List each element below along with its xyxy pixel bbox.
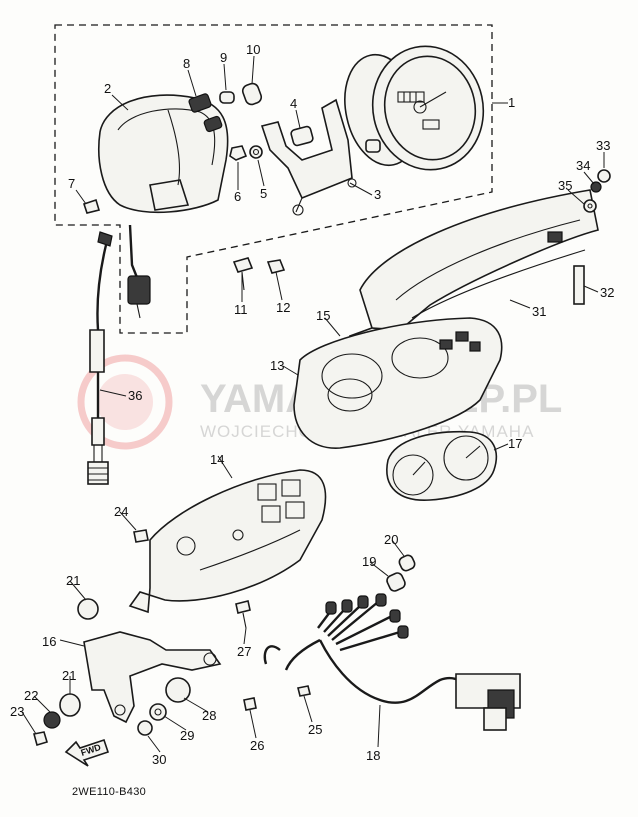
assembly-boundary [54, 24, 493, 334]
diagram-code: 2WE110-B430 [72, 786, 146, 798]
meter-housing [293, 317, 503, 449]
fwd-arrow-icon: FWD [64, 738, 110, 767]
cover-hardware [583, 169, 611, 213]
mount-hardware [229, 125, 314, 161]
callout-20: 20 [384, 532, 398, 547]
callout-11: 11 [234, 302, 248, 317]
callout-23: 23 [10, 704, 24, 719]
screw-25 [297, 685, 311, 697]
callout-19: 19 [362, 554, 376, 569]
callout-18: 18 [366, 748, 380, 763]
callout-7: 7 [68, 176, 75, 191]
callout-26: 26 [250, 738, 264, 753]
callout-27: 27 [237, 644, 251, 659]
callout-30: 30 [152, 752, 166, 767]
bolts-11-12 [232, 257, 286, 291]
callout-22: 22 [24, 688, 38, 703]
bolt-24 [133, 529, 149, 543]
callout-35: 35 [558, 178, 572, 193]
speedometer-gauge [344, 45, 485, 171]
meter-bracket [260, 98, 357, 216]
callout-16: 16 [42, 634, 56, 649]
callout-1: 1 [508, 95, 515, 110]
bulbs-19-20 [386, 554, 416, 592]
meter-wiring-lead [127, 224, 151, 319]
callout-24: 24 [114, 504, 128, 519]
callout-29: 29 [180, 728, 194, 743]
meter-face-panel [386, 430, 498, 501]
callout-2: 2 [104, 81, 111, 96]
callout-6: 6 [234, 189, 241, 204]
bulb-sockets [188, 82, 263, 133]
callout-14: 14 [210, 452, 224, 467]
callout-12: 12 [276, 300, 290, 315]
callout-15: 15 [316, 308, 330, 323]
callout-9: 9 [220, 50, 227, 65]
bolt-27 [235, 600, 251, 629]
lower-bracket [83, 631, 222, 724]
leader-lines [21, 55, 605, 753]
callout-21b: 21 [62, 668, 76, 683]
callout-4: 4 [290, 96, 297, 111]
callout-labels: 1 2 3 4 5 6 7 8 9 10 11 12 13 14 15 16 1… [10, 42, 614, 767]
callout-5: 5 [260, 186, 267, 201]
grommets [33, 598, 191, 747]
callout-25: 25 [308, 722, 322, 737]
meter-cover [98, 94, 229, 214]
callout-32: 32 [600, 285, 614, 300]
callout-28: 28 [202, 708, 216, 723]
base-plate [128, 469, 327, 614]
callout-13: 13 [270, 358, 284, 373]
callout-33: 33 [596, 138, 610, 153]
callout-17: 17 [508, 436, 522, 451]
wiring-harness [263, 593, 521, 731]
callout-31: 31 [532, 304, 546, 319]
speedometer-cable [87, 231, 113, 485]
callout-34: 34 [576, 158, 590, 173]
callout-10: 10 [246, 42, 260, 57]
callout-21a: 21 [66, 573, 80, 588]
callout-36: 36 [128, 388, 142, 403]
bolt-7 [82, 198, 101, 214]
screw-26 [243, 697, 257, 711]
callout-3: 3 [374, 187, 381, 202]
watermark-logo-icon [77, 354, 173, 450]
rod-32 [573, 265, 585, 305]
callout-8: 8 [183, 56, 190, 71]
